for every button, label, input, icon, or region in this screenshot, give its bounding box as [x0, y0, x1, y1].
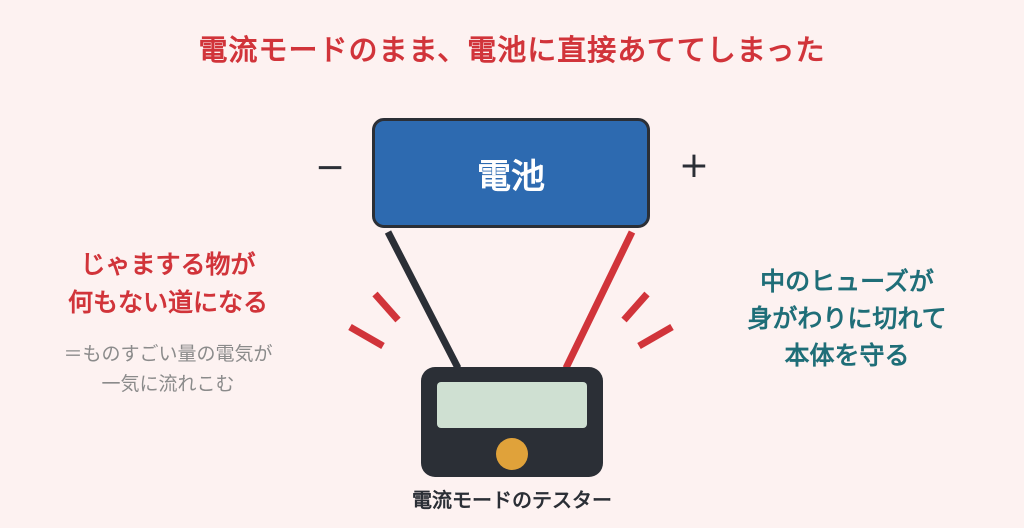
left-sub-line-2: 一気に流れこむ	[101, 373, 235, 395]
left-sub-explanation: ＝ものすごい量の電気が 一気に流れこむ	[30, 339, 306, 399]
left-explanation-line-1: じゃまする物が	[80, 250, 256, 279]
negative-wire	[384, 230, 462, 370]
left-explanation-line-2: 何もない道になる	[67, 288, 268, 317]
tester-screen	[437, 382, 587, 428]
left-sub-line-1: ＝ものすごい量の電気が	[63, 343, 273, 365]
right-spark-mark-2	[637, 323, 674, 350]
positive-terminal-symbol: +	[678, 145, 710, 186]
tester-knob	[496, 438, 528, 470]
left-spark-mark-2	[348, 323, 385, 350]
right-explanation-line-2: 身がわりに切れて	[747, 304, 947, 333]
positive-wire	[562, 230, 636, 370]
right-explanation-line-1: 中のヒューズが	[760, 267, 934, 296]
right-spark-mark-1	[621, 291, 650, 323]
right-explanation-line-3: 本体を守る	[784, 341, 910, 370]
tester-label: 電流モードのテスター	[412, 488, 612, 512]
battery-label: 電池	[477, 156, 545, 197]
right-explanation: 中のヒューズが 身がわりに切れて 本体を守る	[722, 263, 972, 374]
right-spark-marks	[621, 291, 674, 350]
tester-device	[421, 367, 603, 477]
left-spark-mark-1	[372, 291, 401, 323]
battery: 電池	[372, 118, 650, 228]
diagram-title: 電流モードのまま、電池に直接あててしまった	[198, 33, 826, 67]
negative-terminal-symbol: −	[314, 147, 346, 188]
left-spark-marks	[348, 291, 401, 350]
left-explanation: じゃまする物が 何もない道になる	[30, 246, 306, 322]
